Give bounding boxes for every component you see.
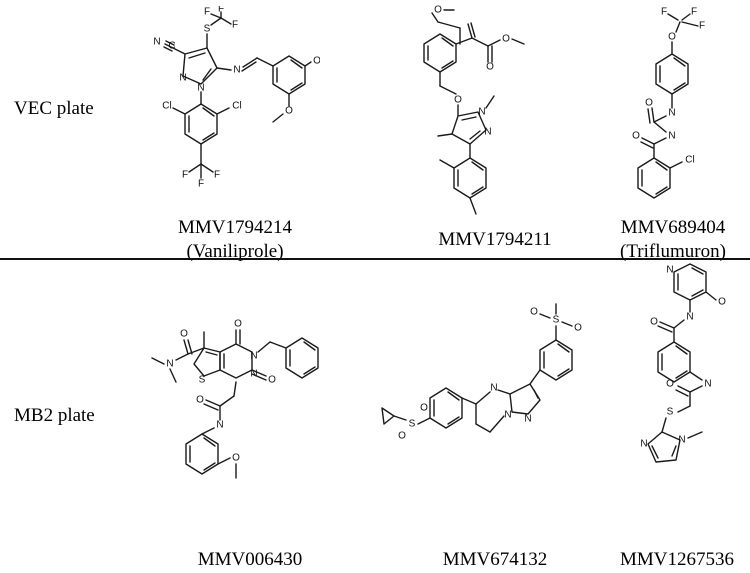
plate-label-mb2: MB2 plate (14, 405, 95, 426)
atom-label: O (434, 5, 442, 16)
atom-label: F (204, 7, 210, 18)
structure-mmv006430: N O S O N N O (148, 272, 378, 480)
atom-label: O (196, 395, 204, 406)
atom-label: O (666, 379, 674, 390)
compound-id: MMV674132 (442, 549, 548, 570)
atom-label: N (250, 351, 257, 362)
compound-id: MMV1794211 (438, 229, 552, 250)
atom-label: O (574, 323, 582, 334)
atom-label: N (640, 439, 647, 450)
plate-label-vec: VEC plate (14, 98, 94, 119)
atom-label: O (632, 131, 640, 142)
atom-label: O (454, 95, 462, 106)
atom-label: S (199, 375, 206, 386)
atom-label: F (691, 7, 697, 18)
compound-label-mmv689404: MMV689404 (Triflumuron) (598, 216, 748, 264)
atom-label: F (214, 170, 220, 181)
structure-mmv1794214: N C S F F F N O O (145, 6, 320, 196)
atom-label: N (678, 435, 685, 446)
compound-id: MMV1794214 (177, 217, 292, 238)
atom-label: N (153, 37, 160, 48)
atom-label: O (398, 431, 406, 442)
atom-label: O (650, 317, 658, 328)
atom-label: O (718, 297, 726, 308)
atom-label: N (484, 127, 491, 138)
atom-label: O (502, 34, 510, 45)
structure-mmv674132: S O O N N N (380, 300, 616, 526)
atom-label: Cl (232, 101, 241, 112)
atom-label: O (530, 307, 538, 318)
atom-label: O (268, 375, 276, 386)
compound-label-mmv1267536: MMV1267536 (604, 548, 750, 572)
atom-label: O (285, 106, 293, 117)
atom-label: N (166, 359, 173, 370)
atom-label: F (232, 20, 238, 31)
compound-label-mmv1794211: MMV1794211 (410, 228, 580, 252)
atom-label: F (218, 6, 224, 15)
atom-label: N (668, 131, 675, 142)
atom-label: O (234, 319, 242, 330)
atom-label: F (182, 170, 188, 181)
atom-label: S (409, 419, 416, 430)
atom-label: S (667, 407, 674, 418)
atom-label: Cl (162, 101, 171, 112)
atom-label: N (478, 107, 485, 118)
atom-label: C (168, 41, 175, 52)
atom-label: O (645, 98, 653, 109)
atom-label: N (668, 108, 675, 119)
compound-label-mmv674132: MMV674132 (420, 548, 570, 572)
structure-mmv1794211: O O O O (420, 4, 570, 228)
atom-label: N (216, 420, 223, 431)
atom-label: S (553, 315, 560, 326)
atom-label: N (704, 379, 711, 390)
structure-mmv689404: F F F O N O N O (622, 4, 732, 204)
atom-label: O (486, 62, 494, 73)
atom-label: N (197, 83, 204, 94)
atom-label: O (313, 56, 320, 67)
atom-label: O (668, 32, 676, 43)
atom-label: F (699, 21, 705, 32)
compound-label-mmv006430: MMV006430 (175, 548, 325, 572)
atom-label: N (179, 73, 186, 84)
atom-label: N (233, 65, 240, 76)
atom-label: O (180, 329, 188, 340)
atom-label: N (490, 383, 497, 394)
atom-label: O (420, 403, 428, 414)
atom-label: S (204, 24, 211, 35)
atom-label: F (198, 179, 204, 190)
structure-mmv1267536: N O N O N O S (622, 262, 742, 542)
plate-divider (0, 258, 750, 260)
atom-label: F (661, 7, 667, 18)
compound-id: MMV1267536 (619, 549, 734, 570)
compound-id: MMV006430 (197, 549, 303, 570)
compound-common-name: (Vaniliprole) (186, 241, 284, 262)
compound-label-mmv1794214: MMV1794214 (Vaniliprole) (150, 216, 320, 264)
atom-label: N (524, 414, 531, 425)
atom-label: N (504, 410, 511, 421)
atom-label: N (686, 312, 693, 323)
atom-label: Cl (685, 155, 694, 166)
atom-label: O (232, 453, 240, 464)
compound-common-name: (Triflumuron) (620, 241, 726, 262)
atom-label: N (666, 265, 673, 276)
compound-id: MMV689404 (620, 217, 726, 238)
